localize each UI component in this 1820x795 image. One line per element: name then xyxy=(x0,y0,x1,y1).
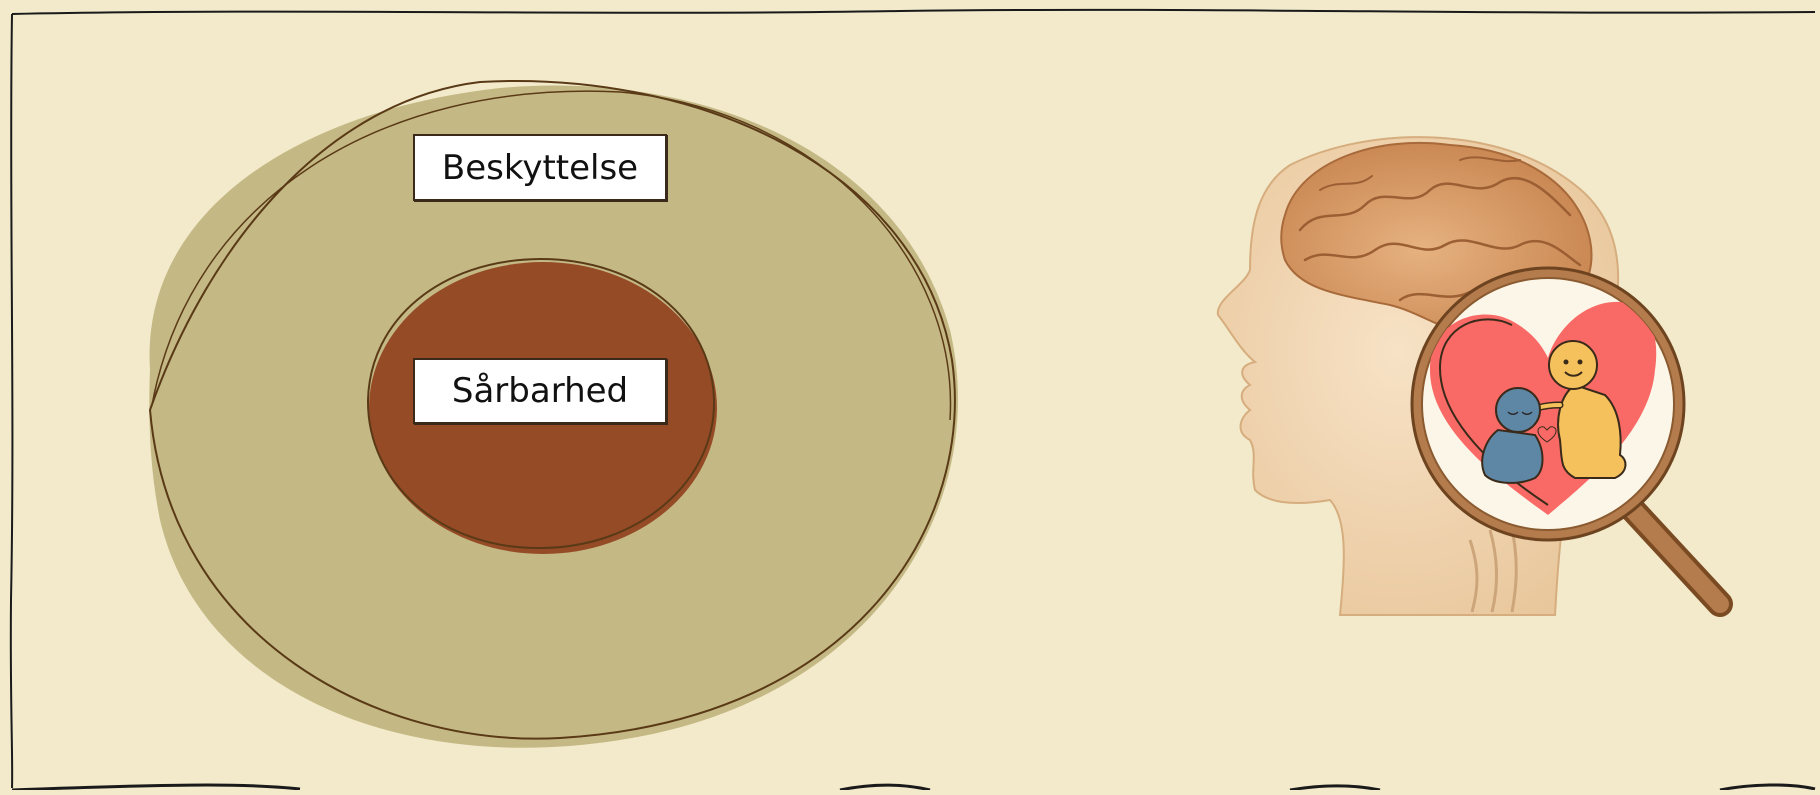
head-brain-magnifier-icon xyxy=(1218,137,1720,615)
frame-line xyxy=(11,14,13,788)
frame-line xyxy=(12,10,1815,14)
vulnerability-label: Sårbarhed xyxy=(413,358,667,424)
frame-line xyxy=(12,785,1815,790)
protection-label: Beskyttelse xyxy=(413,134,667,201)
